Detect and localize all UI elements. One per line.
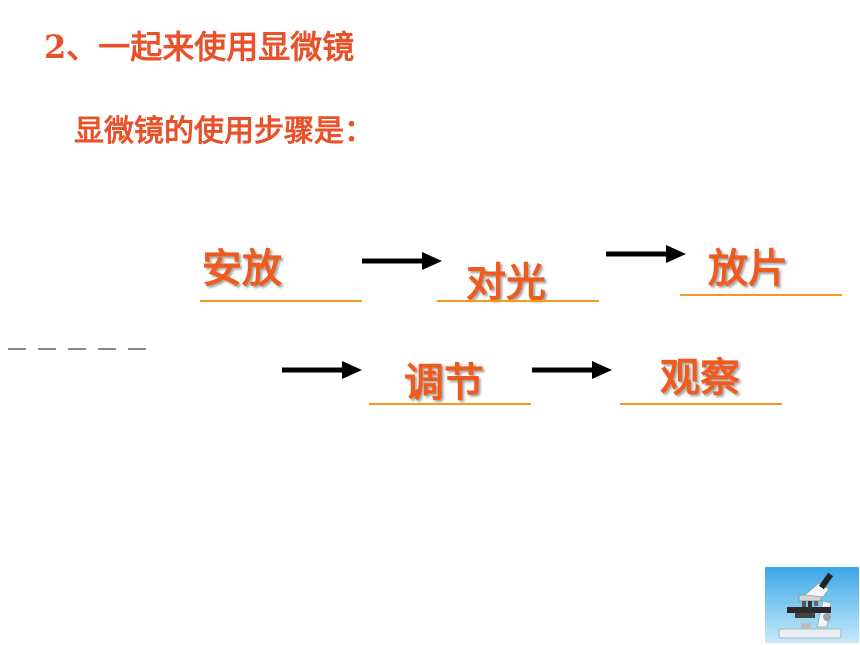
step-2-underline — [437, 300, 599, 302]
step-5-underline — [620, 403, 782, 405]
microscope-photo — [765, 567, 859, 643]
step-4-underline — [369, 403, 531, 405]
slide-subtitle: 显微镜的使用步骤是： — [74, 114, 374, 149]
step-3-underline — [680, 294, 842, 296]
step-3-label: 放片 — [708, 246, 788, 292]
step-1-underline — [200, 300, 362, 302]
slide-title: 2、一起来使用显微镜 — [44, 28, 355, 66]
step-1-label: 安放 — [202, 246, 282, 292]
arrow-right-icon — [532, 361, 612, 379]
arrow-right-icon — [282, 361, 362, 379]
step-4-label: 调节 — [404, 360, 484, 406]
arrow-right-icon — [362, 252, 442, 270]
arrow-right-icon — [606, 245, 686, 263]
dashed-line — [8, 348, 158, 350]
step-2-label: 对光 — [466, 260, 546, 306]
step-5-label: 观察 — [660, 355, 740, 401]
